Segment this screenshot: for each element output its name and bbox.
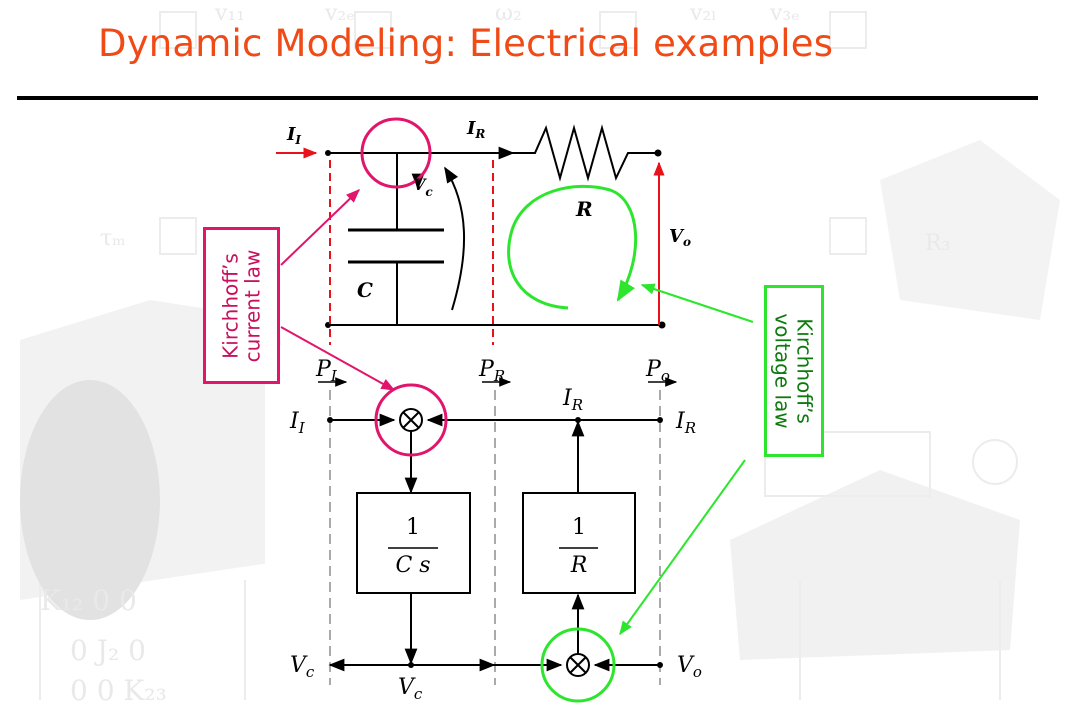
- label-ir-top: IR: [562, 386, 583, 414]
- slide-title: Dynamic Modeling: Electrical examples: [98, 22, 834, 65]
- svg-text:v₂ₗ: v₂ₗ: [689, 1, 717, 26]
- vc-arrow: [444, 166, 466, 311]
- label-ii-block: II: [289, 409, 306, 437]
- label-ir-right: IR: [675, 409, 696, 437]
- svg-text:v₁₁: v₁₁: [214, 1, 245, 26]
- kvl-callout-line-1: Kirchhoff’s: [793, 318, 818, 424]
- kvl-callout-line-2: voltage law: [771, 313, 796, 429]
- kcl-callout-line-1: Kirchhoff’s: [218, 252, 243, 359]
- summing-junction-bottom: [566, 653, 590, 677]
- svg-text:K₁₂ 0 0: K₁₂ 0 0: [40, 584, 137, 617]
- label-vc-circuit: Vc: [413, 175, 433, 199]
- block2-numerator: 1: [572, 515, 586, 540]
- block-integrator: [356, 492, 471, 594]
- svg-text:0 J₂ 0: 0 J₂ 0: [70, 634, 146, 667]
- kcl-junction-highlight: [374, 383, 448, 457]
- label-c-circuit: C: [357, 278, 373, 302]
- kcl-pointer-block: [280, 326, 396, 391]
- block2-denominator: R: [570, 553, 588, 578]
- label-pi: PI: [315, 357, 338, 385]
- block1-denominator: C s: [395, 553, 430, 578]
- kcl-node-highlight: [360, 117, 432, 189]
- svg-text:v₃ₑ: v₃ₑ: [769, 1, 800, 26]
- kcl-pointer-circuit: [280, 189, 361, 266]
- summing-junction-top: [399, 408, 423, 432]
- label-vo-right: Vo: [677, 653, 702, 681]
- svg-text:ω₂: ω₂: [495, 1, 522, 26]
- block1-numerator: 1: [406, 515, 420, 540]
- svg-text:R₃: R₃: [925, 231, 950, 256]
- kvl-pointer-block: [619, 459, 746, 636]
- label-pr: PR: [478, 357, 505, 385]
- title-divider: [17, 96, 1038, 100]
- label-vc-bottom: Vc: [398, 675, 423, 703]
- label-ii-circuit: II: [286, 124, 301, 147]
- resistor-symbol: [513, 124, 658, 182]
- kcl-callout: Kirchhoff’s current law: [203, 227, 280, 384]
- kvl-junction-highlight: [540, 627, 616, 703]
- kvl-loop: [507, 184, 638, 310]
- kvl-callout: Kirchhoff’s voltage law: [764, 285, 824, 457]
- label-ir-circuit: IR: [466, 118, 485, 141]
- kvl-pointer-circuit: [640, 283, 754, 323]
- svg-text:τₘ: τₘ: [100, 226, 126, 251]
- label-r-circuit: R: [575, 197, 593, 221]
- label-po: Po: [645, 357, 670, 385]
- label-vo-circuit: Vo: [669, 226, 691, 249]
- label-vc-left: Vc: [290, 653, 315, 681]
- svg-text:0 0 K₂₃: 0 0 K₂₃: [70, 674, 167, 707]
- block-gain: [522, 492, 636, 594]
- kcl-callout-line-2: current law: [240, 249, 265, 362]
- svg-text:v₂ₑ: v₂ₑ: [324, 1, 355, 26]
